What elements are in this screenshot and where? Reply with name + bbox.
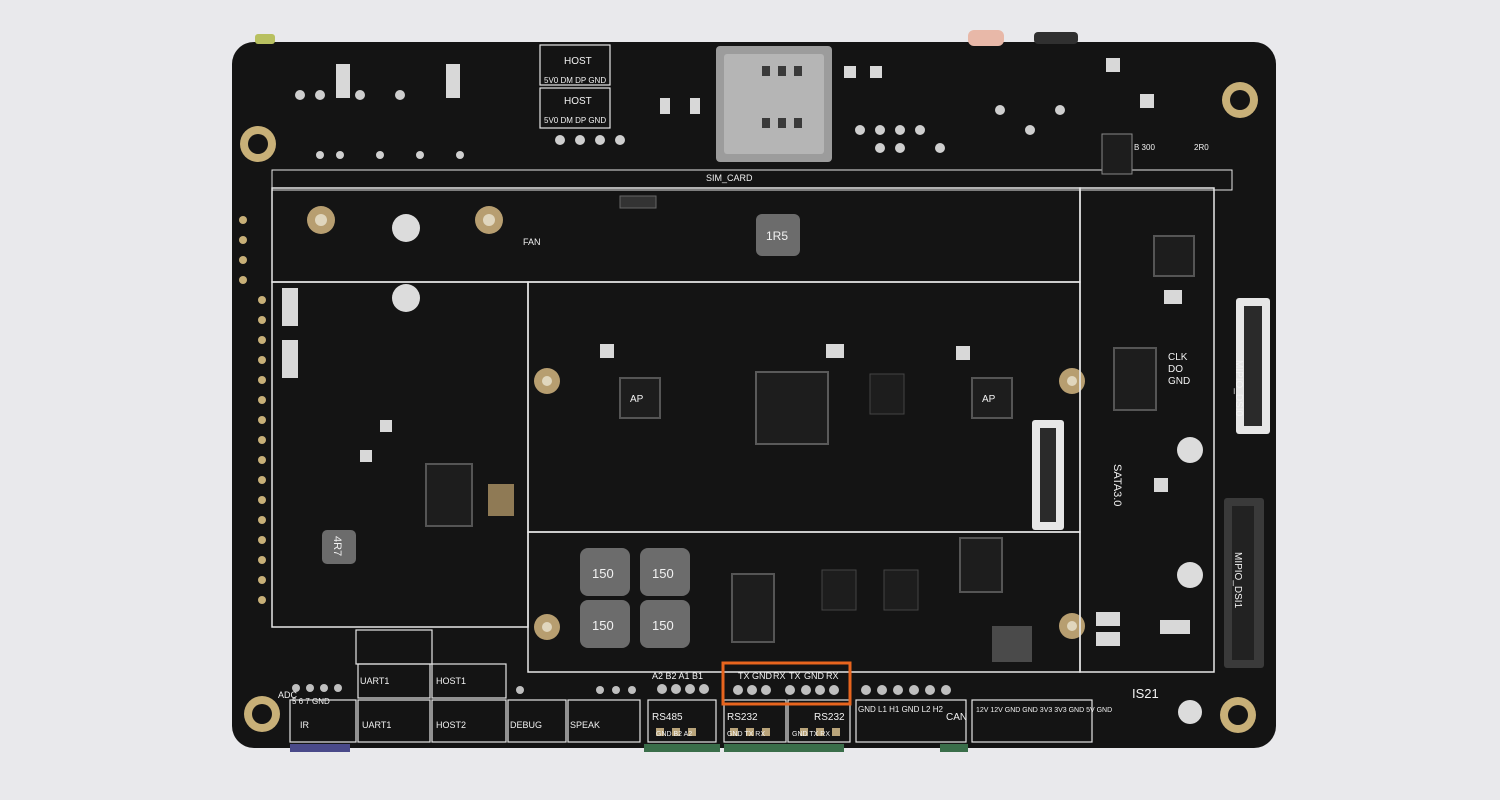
sata-label: SATA3.0 <box>1111 464 1123 506</box>
host-bottom-label: HOST <box>564 96 592 107</box>
silkscreen-outlines <box>271 169 1233 673</box>
rs232-b-label: RS232 <box>814 712 845 723</box>
top-edge-button <box>1034 32 1078 44</box>
highlight-label-gnd-2: GND <box>804 671 825 681</box>
part-2r0: 2R0 <box>1194 143 1209 152</box>
highlight-label-rx-1: RX <box>773 671 786 681</box>
sim-card-slot <box>716 46 832 162</box>
chip-ap2-label: AP <box>982 394 996 405</box>
ic-chips <box>425 133 1195 662</box>
rs232-b-pins: GND TX RX <box>792 731 830 738</box>
power-pins: 12V 12V GND GND 3V3 3V3 GND 5V GND <box>976 707 1112 714</box>
inductor-top-label: 1R5 <box>766 229 788 243</box>
clk-label: CLK <box>1168 352 1188 363</box>
inductor-left-label: 4R7 <box>331 536 343 556</box>
highlight-label-gnd-1: GND <box>752 671 773 681</box>
host-top-pins: 5V0 DM DP GND <box>544 76 606 85</box>
highlight-box <box>721 661 852 706</box>
smd-components <box>282 58 1190 646</box>
highlight-label-rx-2: RX <box>826 671 839 681</box>
top-edge-audio-jack <box>968 30 1004 46</box>
top-edge-led <box>255 34 275 44</box>
inductor-150-b: 150 <box>652 566 674 581</box>
code-bottom: IS21 <box>1132 686 1159 701</box>
silkscreen-text: HOST 5V0 DM DP GND HOST 5V0 DM DP GND SI… <box>278 56 1244 738</box>
highlighted-serial-header: TX GND RX TX GND RX <box>721 661 852 706</box>
host1-label: HOST1 <box>436 676 466 686</box>
mipi-dsi1-label: MIPIO_DSI1 <box>1232 552 1243 609</box>
inductors <box>322 214 800 648</box>
rs485-label: RS485 <box>652 712 683 723</box>
inductor-150-a: 150 <box>592 566 614 581</box>
part-b300: B 300 <box>1134 143 1155 152</box>
do-label: DO <box>1168 364 1183 375</box>
host2-label: HOST2 <box>436 720 466 730</box>
edge-pins-left <box>239 216 266 604</box>
mipi-dsi0-label: MIPIO_DSI0 <box>1233 360 1244 417</box>
bottom-label-boxes <box>289 44 1093 743</box>
via-grid <box>295 90 1065 159</box>
highlight-label-tx-2: TX <box>789 671 801 681</box>
can-label: CAN <box>946 712 967 723</box>
host-top-label: HOST <box>564 56 592 67</box>
rs485-pins: GND B2 A2 <box>656 731 692 738</box>
fan-label: FAN <box>523 237 541 247</box>
can-pins: GND L1 H1 GND L2 H2 <box>858 705 943 714</box>
header-pins <box>292 684 951 695</box>
sim-card-label: SIM_CARD <box>706 173 753 183</box>
debug-label: DEBUG <box>510 720 542 730</box>
ir-label: IR <box>300 720 310 730</box>
gnd-right-label: GND <box>1168 376 1190 387</box>
speak-label: SPEAK <box>570 720 600 730</box>
highlight-label-tx-1: TX <box>738 671 750 681</box>
uart1-b-label: UART1 <box>362 720 391 730</box>
chip-ap-label: AP <box>630 394 644 405</box>
rs232-a-pins: GND TX RX <box>727 731 765 738</box>
inductor-150-d: 150 <box>652 618 674 633</box>
uart1-a-label: UART1 <box>360 676 389 686</box>
host-bottom-pins: 5V0 DM DP GND <box>544 116 606 125</box>
rs485-top-label: A2 B2 A1 B1 <box>652 671 703 681</box>
bottom-connector-strips <box>290 744 968 752</box>
rs232-a-label: RS232 <box>727 712 758 723</box>
adc-pins: 5 6 7 GND <box>292 697 330 706</box>
adc-label: ADC <box>278 690 298 700</box>
terminal-pads <box>656 728 840 736</box>
inductor-150-c: 150 <box>592 618 614 633</box>
standoffs <box>307 206 1203 724</box>
